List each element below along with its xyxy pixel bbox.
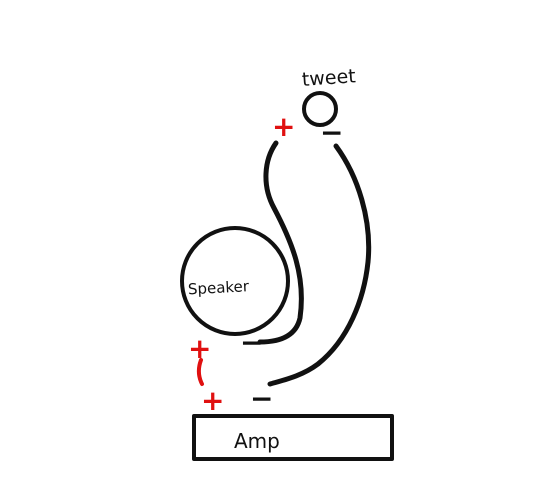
- speaker-negative-sign: −: [240, 326, 263, 359]
- polarity-markers: + − + − + −: [188, 110, 343, 417]
- wire-speaker-positive-to-amp-positive: [196, 358, 204, 386]
- speaker: Speaker: [180, 226, 290, 336]
- tweeter-circle: [302, 91, 338, 127]
- tweeter-label: tweet: [301, 65, 356, 91]
- speaker-label: Speaker: [188, 277, 251, 298]
- wire-tweeter-negative-to-amp-negative: [267, 143, 372, 387]
- tweeter: tweet: [301, 65, 356, 127]
- speaker-circle: [180, 226, 290, 336]
- amp-positive-sign: +: [201, 384, 224, 417]
- amp-negative-sign: −: [250, 382, 273, 415]
- wires: [196, 140, 372, 387]
- speaker-positive-sign: +: [188, 332, 211, 365]
- tweeter-positive-sign: +: [272, 110, 295, 143]
- amp: Amp: [192, 414, 394, 461]
- amp-box: [192, 414, 394, 461]
- amp-label: Amp: [234, 429, 280, 453]
- tweeter-negative-sign: −: [320, 116, 343, 149]
- wire-tweeter-positive-to-speaker-negative: [257, 140, 304, 345]
